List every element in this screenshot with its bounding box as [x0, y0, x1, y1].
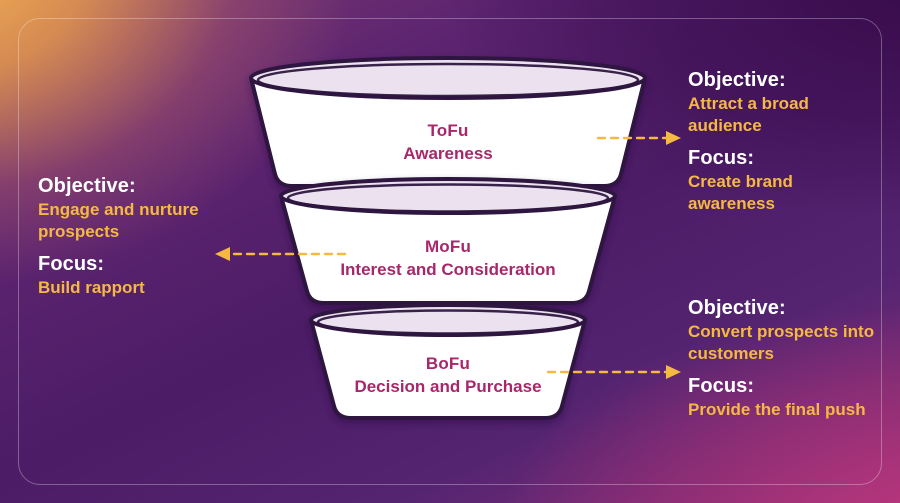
tier-stage-bofu: Decision and Purchase — [354, 377, 542, 397]
annotation-bofu-focus-value: Provide the final push — [688, 400, 866, 420]
annotation-mofu-focus-label: Focus: — [38, 252, 105, 275]
funnel-tier-mofu[interactable] — [279, 177, 617, 305]
annotation-bofu-focus-label: Focus: — [688, 374, 755, 397]
annotation-bofu-objective-value: Convert prospects into customers — [688, 322, 875, 364]
tier-stage-mofu: Interest and Consideration — [340, 260, 556, 280]
tier-caption-bofu: BoFu Decision and Purchase — [318, 354, 578, 396]
tier-caption-mofu: MoFu Interest and Consideration — [298, 237, 598, 279]
annotation-tofu-objective-value: Attract a broad audience — [688, 94, 809, 136]
annotation-mofu-objective-value: Engage and nurture prospects — [38, 200, 199, 242]
tier-caption-tofu: ToFu Awareness — [348, 121, 548, 163]
tier-abbr-tofu: ToFu — [427, 121, 469, 140]
annotation-bofu-objective: Objective: Convert prospects into custom… — [688, 296, 878, 365]
annotation-tofu-objective: Objective: Attract a broad audience — [688, 68, 878, 137]
annotation-tofu-focus-value: Create brand awareness — [688, 172, 793, 214]
funnel-tier-bofu[interactable] — [309, 303, 587, 420]
annotation-bofu-focus: Focus: Provide the final push — [688, 374, 878, 421]
annotation-mofu-objective: Objective: Engage and nurture prospects — [38, 174, 238, 243]
annotation-mofu-objective-label: Objective: — [38, 175, 136, 197]
tier-abbr-bofu: BoFu — [425, 354, 471, 373]
connector-tofu — [596, 131, 681, 145]
tier-abbr-mofu: MoFu — [424, 237, 472, 256]
tier-stage-tofu: Awareness — [403, 144, 493, 164]
annotation-tofu: Objective: Attract a broad audience Focu… — [688, 68, 878, 215]
connector-bofu — [546, 365, 681, 379]
connector-mofu — [215, 247, 347, 261]
annotation-tofu-focus-label: Focus: — [688, 146, 755, 169]
annotation-mofu-focus-value: Build rapport — [38, 278, 145, 298]
annotation-mofu-focus: Focus: Build rapport — [38, 252, 238, 299]
annotation-mofu: Objective: Engage and nurture prospects … — [38, 174, 238, 299]
annotation-bofu-objective-label: Objective: — [688, 297, 786, 319]
annotation-tofu-objective-label: Objective: — [688, 69, 786, 91]
funnel-tier-tofu[interactable] — [249, 56, 647, 188]
annotation-tofu-focus: Focus: Create brand awareness — [688, 146, 878, 215]
annotation-bofu: Objective: Convert prospects into custom… — [688, 296, 878, 421]
